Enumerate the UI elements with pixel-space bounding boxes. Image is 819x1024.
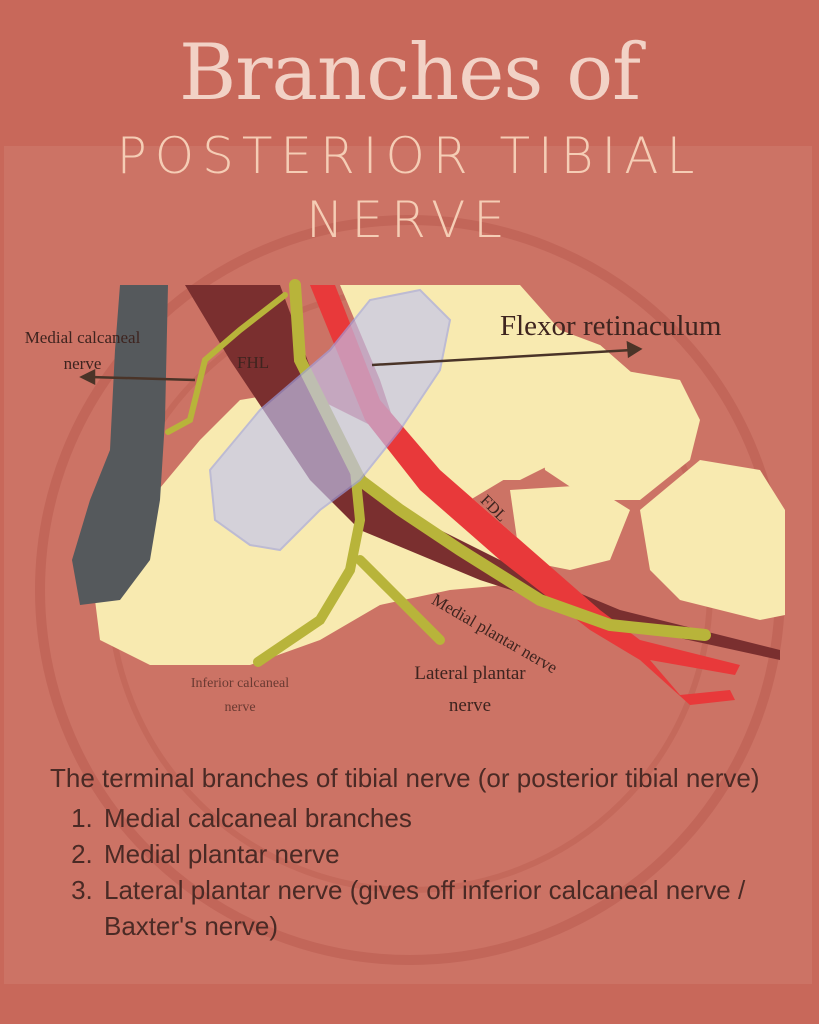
achilles-tendon [72, 285, 168, 605]
list-item: Medial plantar nerve [100, 836, 790, 872]
branch-list: Medial calcaneal branches Medial plantar… [50, 800, 790, 944]
fhl-muscle [185, 285, 780, 660]
fdl-artery [310, 285, 740, 705]
foot-bones [340, 285, 785, 620]
title-line1: Branches of [178, 28, 641, 118]
label-fhl: FHL [237, 353, 270, 372]
list-item: Lateral plantar nerve (gives off inferio… [100, 872, 790, 944]
flexor-retinaculum [208, 288, 452, 552]
pointer-arrows [79, 340, 643, 386]
description: The terminal branches of tibial nerve (o… [50, 760, 790, 944]
description-intro: The terminal branches of tibial nerve (o… [50, 763, 760, 793]
label-flexor-retinaculum: Flexor retinaculum [500, 310, 722, 342]
list-item: Medial calcaneal branches [100, 800, 790, 836]
calcaneus [95, 390, 560, 665]
